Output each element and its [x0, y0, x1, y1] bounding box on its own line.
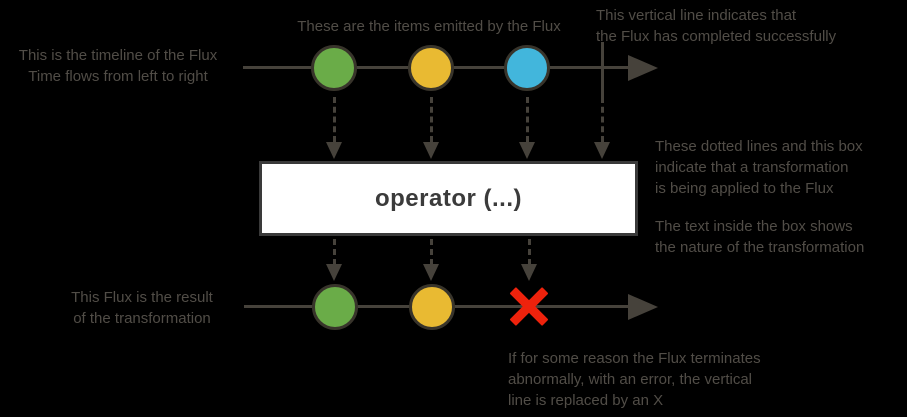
- caption-error-termination: If for some reason the Flux terminates a…: [508, 350, 761, 409]
- caption-timeline: This is the timeline of the Flux Time fl…: [18, 47, 218, 85]
- dotted-line-source-1: [333, 97, 336, 142]
- source-marble-blue: [504, 45, 550, 91]
- dotted-arrowhead-source-complete-icon: [594, 142, 610, 159]
- dotted-arrowhead-result-1-icon: [326, 264, 342, 281]
- dotted-arrowhead-result-2-icon: [423, 264, 439, 281]
- source-marble-green: [311, 45, 357, 91]
- caption-complete-line: This vertical line indicates that the Fl…: [596, 7, 837, 45]
- operator-box: operator (...): [259, 161, 638, 236]
- source-marble-yellow: [408, 45, 454, 91]
- operator-label: operator (...): [374, 184, 522, 212]
- complete-line: [601, 42, 604, 97]
- caption-emitted-items: These are the items emitted by the Flux: [297, 18, 561, 35]
- source-timeline-arrowhead-icon: [628, 55, 658, 81]
- caption-transformation: These dotted lines and this box indicate…: [655, 138, 863, 197]
- caption-box-text: The text inside the box shows the nature…: [655, 218, 865, 256]
- result-marble-yellow: [409, 284, 455, 330]
- dotted-line-source-complete: [601, 97, 604, 142]
- result-marble-green: [312, 284, 358, 330]
- error-x-icon: [506, 284, 552, 330]
- dotted-line-source-2: [430, 97, 433, 142]
- dotted-arrowhead-source-2-icon: [423, 142, 439, 159]
- dotted-arrowhead-source-1-icon: [326, 142, 342, 159]
- dotted-arrowhead-source-3-icon: [519, 142, 535, 159]
- dotted-line-source-3: [526, 97, 529, 142]
- dotted-line-result-1: [333, 239, 336, 265]
- result-timeline-arrowhead-icon: [628, 294, 658, 320]
- caption-result-flux: This Flux is the result of the transform…: [71, 289, 213, 327]
- dotted-line-result-2: [430, 239, 433, 265]
- dotted-line-result-error: [528, 239, 531, 265]
- dotted-arrowhead-result-error-icon: [521, 264, 537, 281]
